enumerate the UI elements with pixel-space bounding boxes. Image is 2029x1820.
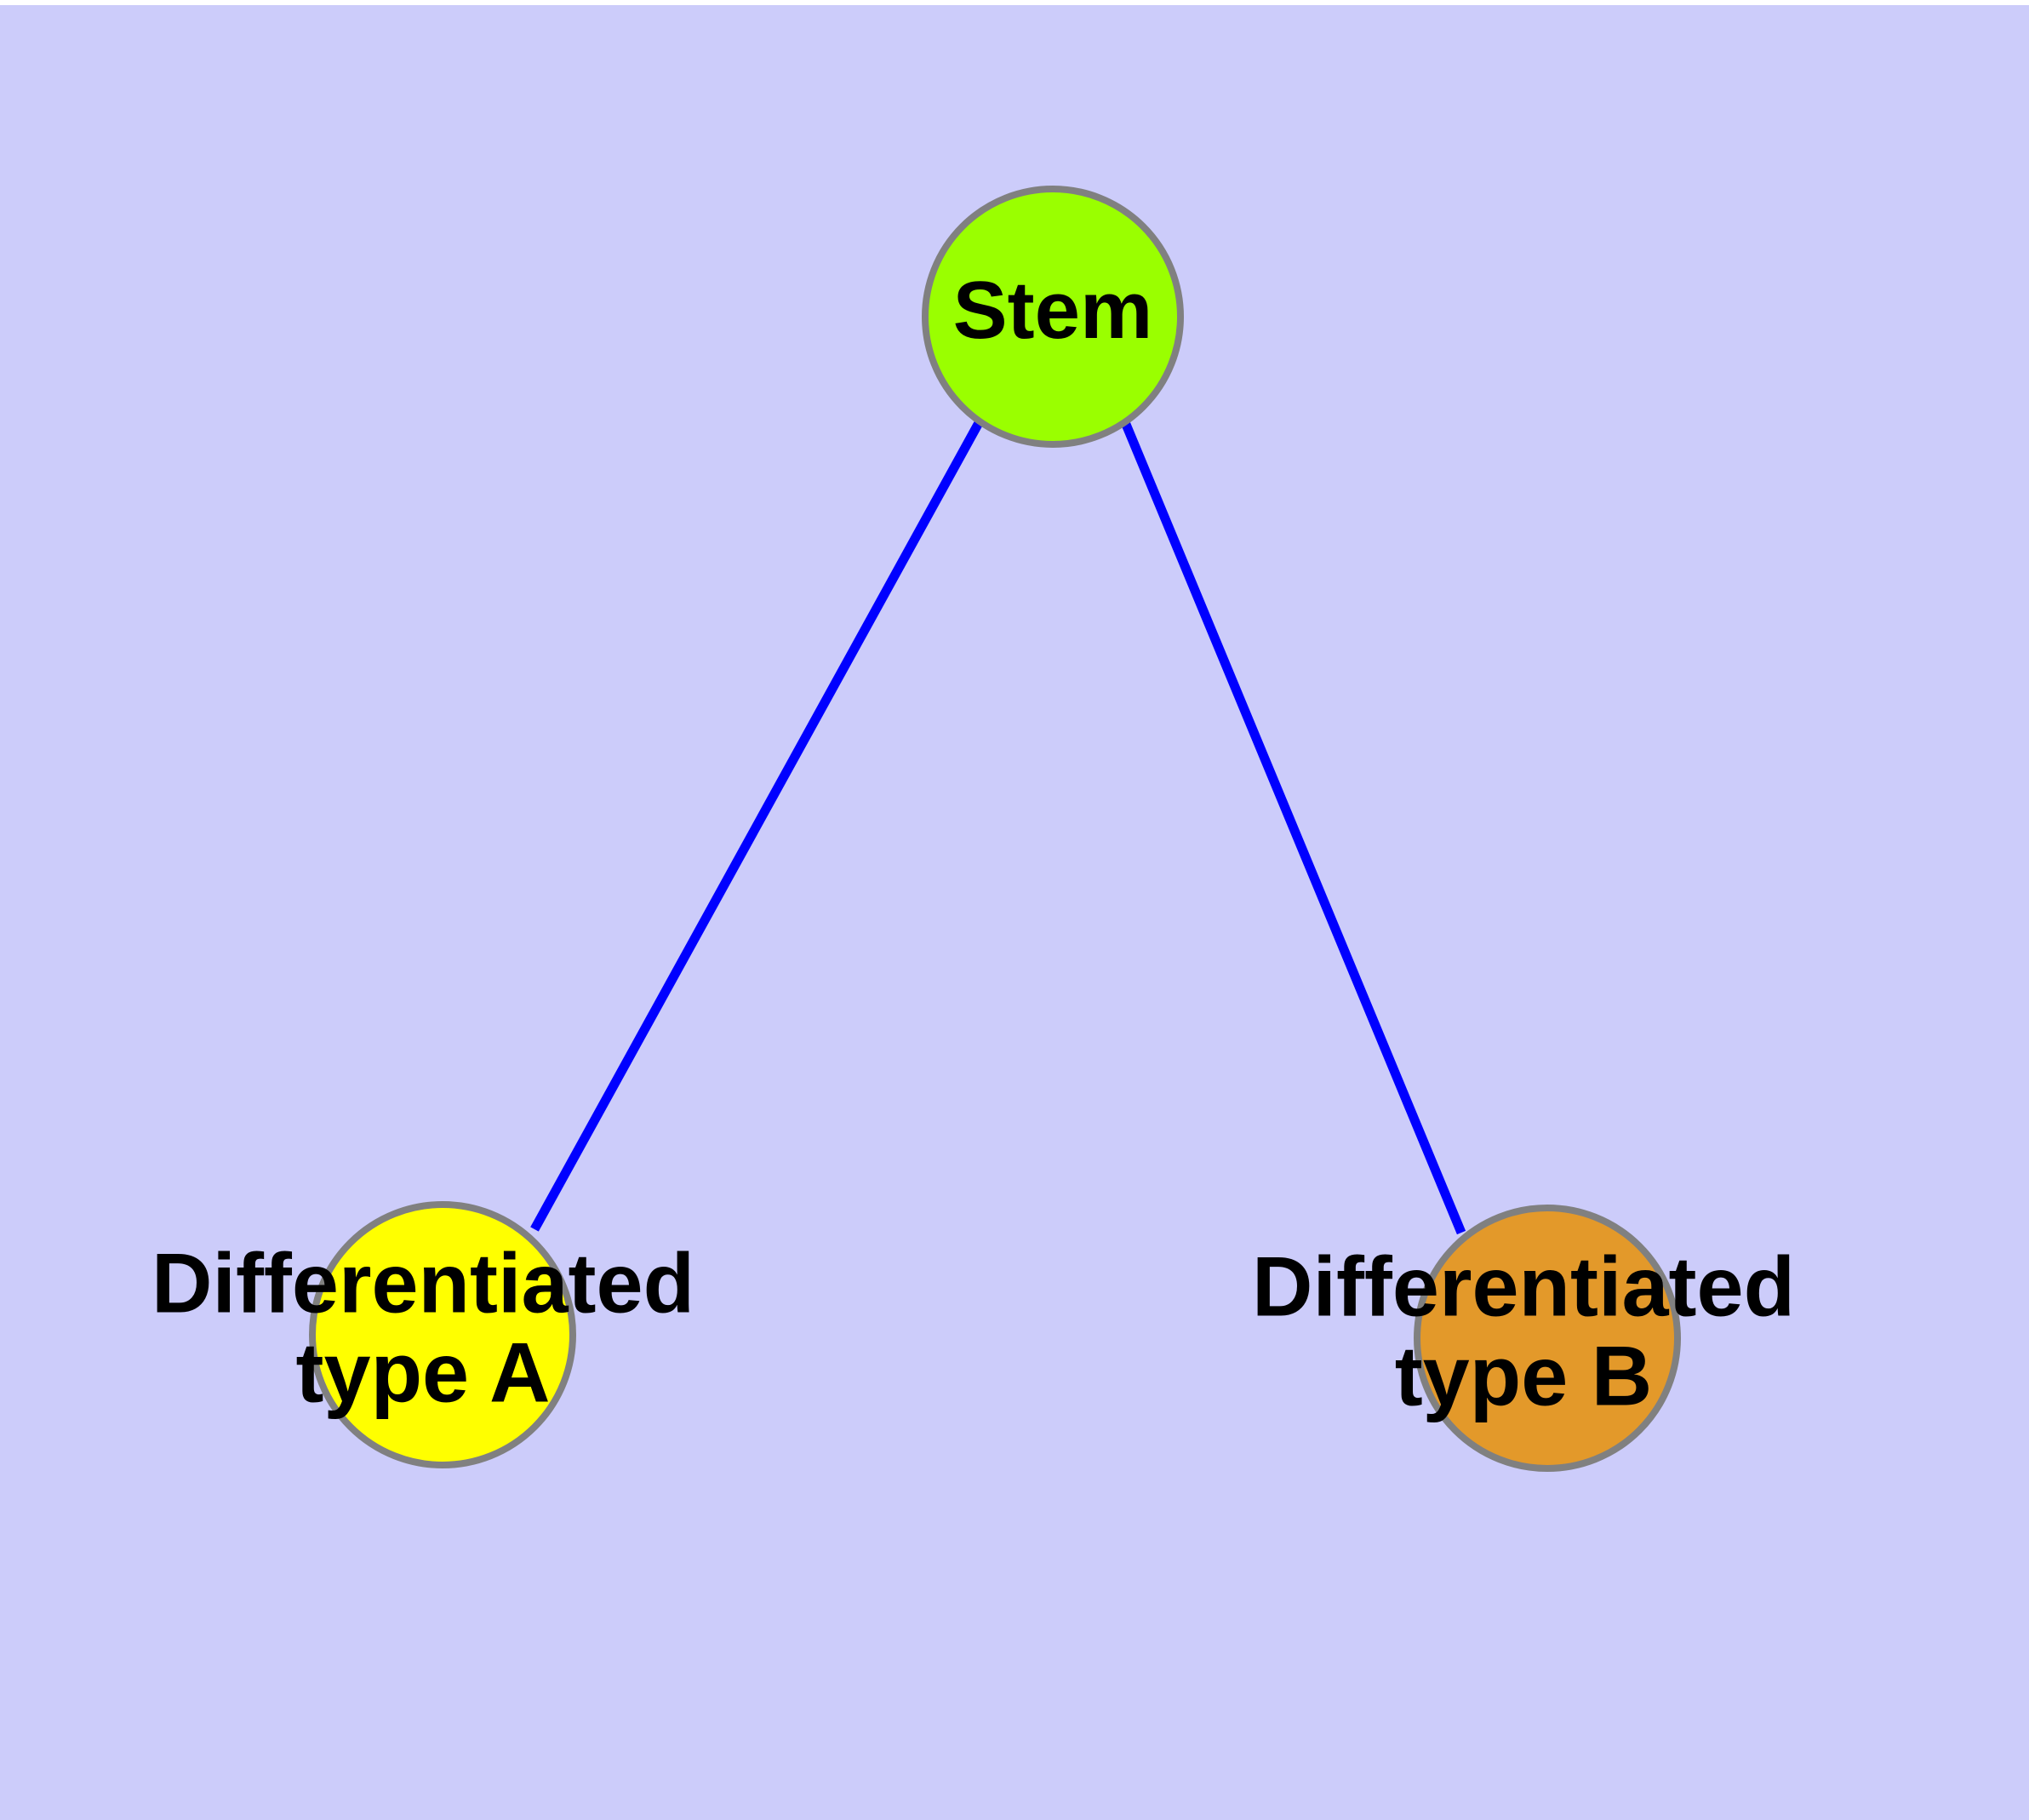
node-label-line: Stem: [953, 265, 1153, 356]
node-label-line: Differentiated: [1252, 1239, 1795, 1334]
node-label-line: type A: [296, 1325, 551, 1420]
edges-layer: [530, 419, 1466, 1235]
node-label-stem: Stem: [953, 265, 1153, 356]
top-margin-strip: [0, 0, 2029, 5]
node-stem[interactable]: [922, 186, 1184, 448]
node-diff_b[interactable]: [1414, 1205, 1681, 1472]
edge-stem-diff_a[interactable]: [530, 419, 984, 1232]
edge-stem-diff_b[interactable]: [1120, 420, 1466, 1235]
nodes-layer: [309, 186, 1681, 1472]
node-diff_a[interactable]: [309, 1201, 576, 1468]
node-label-line: type B: [1395, 1329, 1653, 1423]
node-label-line: Differentiated: [151, 1236, 694, 1331]
